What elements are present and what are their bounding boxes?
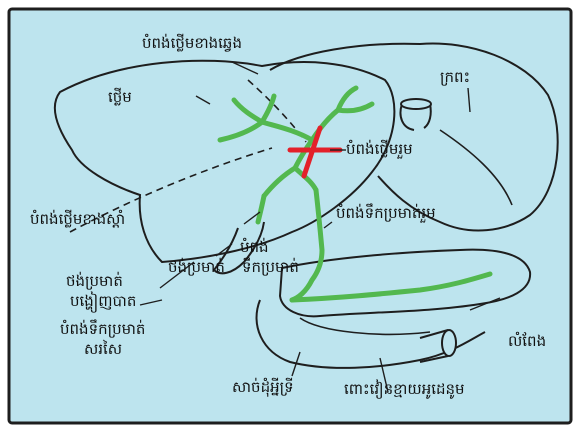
label-right-hepatic-duct: បំពង់ថ្លើមខាងស្ដាំ	[30, 210, 125, 228]
label-common-bile-duct-line1: បំពង់ទឹកប្រមាត់	[60, 320, 145, 338]
label-bile-duct-line2: ទឹកប្រមាត់	[242, 258, 299, 276]
label-gallbladder-neck-line1: ថង់ប្រមាត់	[66, 272, 123, 290]
label-stomach: ក្រពះ	[440, 68, 470, 86]
label-duodenum: សាច់ដុំអ្នីទ្រី	[232, 378, 294, 396]
label-small-intestine: ពោះវៀនខ្មាយអូដេនូម	[344, 380, 465, 398]
esophagus-opening	[401, 99, 431, 109]
label-common-bile-duct-line2: សរសៃ	[84, 340, 122, 358]
label-bile-duct-line1: បំពង់	[240, 238, 269, 256]
label-left-hepatic-duct: បំពង់ថ្លើមខាងឆ្វេង	[142, 34, 242, 52]
intestine-opening	[442, 330, 456, 356]
label-gallbladder: ថង់ប្រមាត់	[168, 258, 225, 276]
label-liver: ថ្លើម	[108, 88, 132, 106]
label-pancreas: លំពែង	[508, 332, 546, 350]
label-common-hepatic-duct: បំពង់ថ្លើមរួម	[346, 140, 413, 158]
label-gallbladder-neck-line2: បង្ហៀញបាត	[70, 292, 136, 310]
label-cystic-duct: បំពង់ទឹកប្រមាត់រួម	[336, 204, 436, 222]
